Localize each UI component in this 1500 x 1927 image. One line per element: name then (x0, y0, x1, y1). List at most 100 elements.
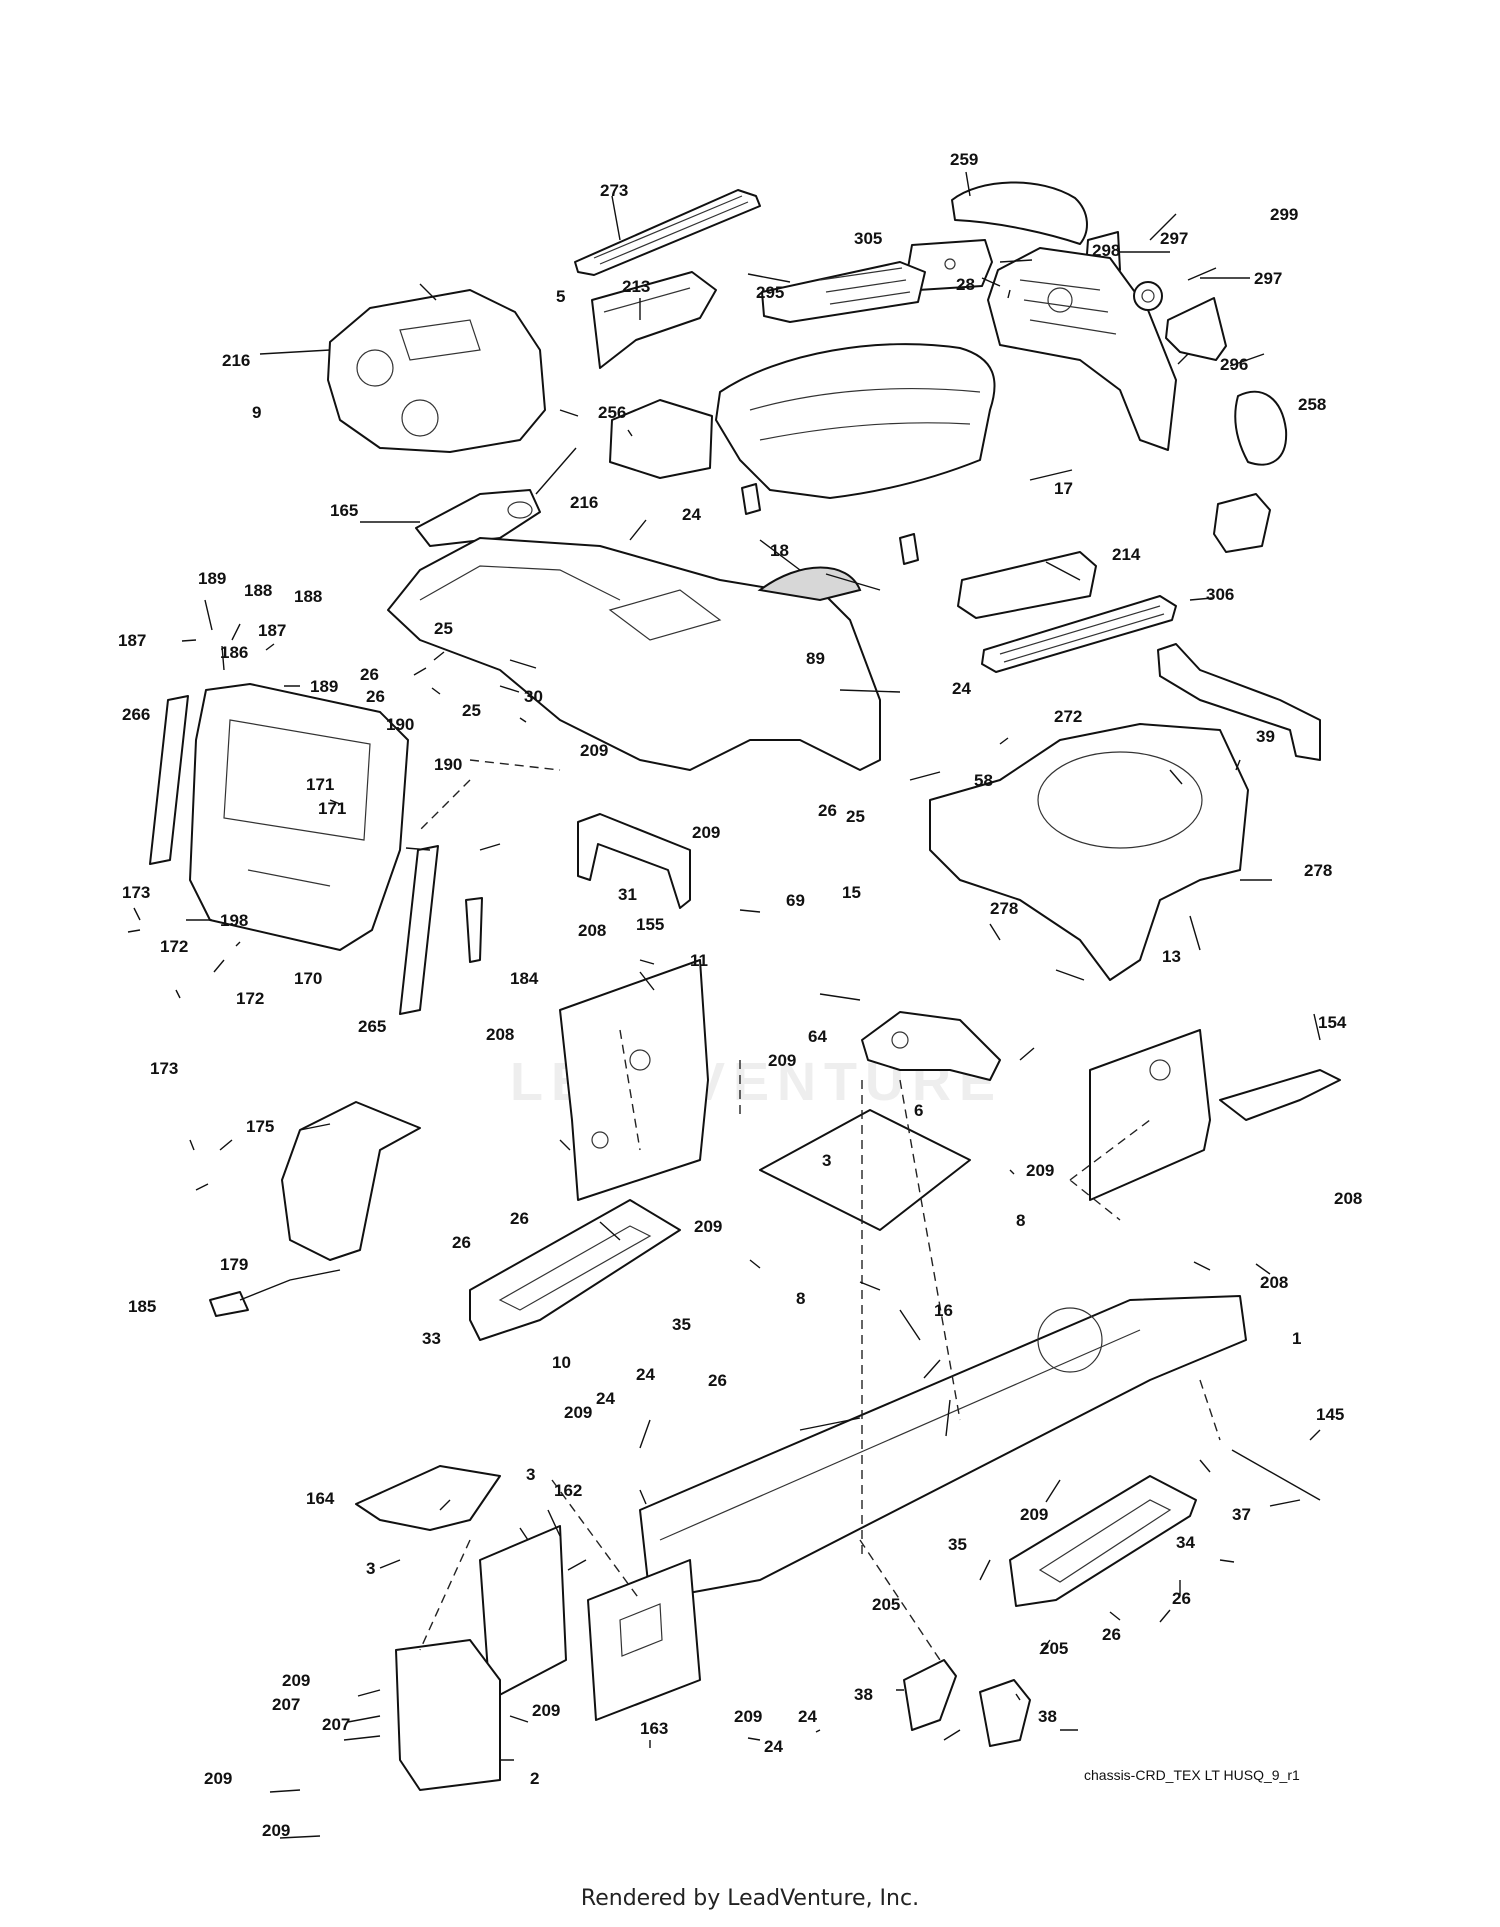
callout-298: 298 (1092, 241, 1120, 260)
callout-186: 186 (220, 643, 248, 662)
callout-209: 209 (564, 1403, 592, 1422)
callout-17: 17 (1054, 479, 1073, 498)
callout-154: 154 (1318, 1013, 1347, 1032)
callout-189: 189 (198, 569, 226, 588)
part-30-fender (387, 537, 881, 771)
part-9-dash-panel (327, 289, 546, 453)
callout-69: 69 (786, 891, 805, 910)
callout-5: 5 (556, 287, 565, 306)
callout-188: 188 (244, 581, 272, 600)
part-170-dash-panel (189, 683, 409, 951)
footer-rendered-by: Rendered by LeadVenture, Inc. (580, 1886, 920, 1911)
callout-24: 24 (636, 1365, 655, 1384)
callout-18: 18 (770, 541, 789, 560)
callout-209: 209 (1026, 1161, 1054, 1180)
part-258-lens (1234, 390, 1288, 466)
callout-258: 258 (1298, 395, 1326, 414)
part-179-rod (239, 1269, 341, 1301)
callout-26: 26 (366, 687, 385, 706)
part-13-side-plate (1089, 1029, 1211, 1201)
callout-207: 207 (322, 1715, 350, 1734)
callout-89: 89 (806, 649, 825, 668)
part-165-cover (415, 489, 541, 547)
callout-3: 3 (366, 1559, 375, 1578)
part-185-pedal (209, 1291, 249, 1317)
callout-162: 162 (554, 1481, 582, 1500)
callout-209: 209 (204, 1769, 232, 1788)
part-31-bracket (577, 813, 691, 909)
callout-187: 187 (118, 631, 146, 650)
callout-295: 295 (756, 283, 784, 302)
callout-173: 173 (150, 1059, 178, 1078)
callout-214: 214 (1112, 545, 1141, 564)
callout-173: 173 (122, 883, 150, 902)
callout-26: 26 (452, 1233, 471, 1252)
callout-2: 2 (530, 1769, 539, 1788)
part-175-shield (281, 1101, 421, 1261)
part-162-side-plate (479, 1525, 567, 1701)
callout-145: 145 (1316, 1405, 1344, 1424)
callout-172: 172 (236, 989, 264, 1008)
callout-8: 8 (796, 1289, 805, 1308)
callout-207: 207 (272, 1695, 300, 1714)
callout-265: 265 (358, 1017, 386, 1036)
part-273-grille-strip (574, 189, 761, 276)
part-265-side-trim (399, 845, 439, 1015)
callout-259: 259 (950, 150, 978, 169)
callout-26: 26 (360, 665, 379, 684)
callout-24: 24 (952, 679, 971, 698)
part-58-shroud (929, 723, 1249, 981)
callout-185: 185 (128, 1297, 156, 1316)
callout-216: 216 (570, 493, 598, 512)
callout-28: 28 (956, 275, 975, 294)
callout-26: 26 (1102, 1625, 1121, 1644)
part-39-bracket (1157, 643, 1321, 761)
part-184-spring (465, 897, 483, 963)
part-28-grille-housing (987, 247, 1177, 451)
callout-25: 25 (434, 619, 453, 638)
callout-25: 25 (846, 807, 865, 826)
callout-273: 273 (600, 181, 628, 200)
callout-24: 24 (764, 1737, 783, 1756)
callout-16: 16 (934, 1301, 953, 1320)
part-154-bracket (1219, 1069, 1341, 1121)
part-33-step (469, 1199, 681, 1341)
part-214-vent (957, 551, 1097, 619)
part-1-frame (639, 1295, 1247, 1601)
callout-208: 208 (1334, 1189, 1362, 1208)
callout-266: 266 (122, 705, 150, 724)
callout-209: 209 (532, 1701, 560, 1720)
callout-205: 205 (1040, 1639, 1068, 1658)
callout-297: 297 (1160, 229, 1188, 248)
callout-31: 31 (618, 885, 637, 904)
callout-208: 208 (1260, 1273, 1288, 1292)
callout-26: 26 (1172, 1589, 1191, 1608)
callout-155: 155 (636, 915, 664, 934)
callout-33: 33 (422, 1329, 441, 1348)
callout-13: 13 (1162, 947, 1181, 966)
callout-26: 26 (818, 801, 837, 820)
part-256-cover (609, 399, 713, 479)
callout-209: 209 (734, 1707, 762, 1726)
part-64-guard (861, 1011, 1001, 1081)
callout-35: 35 (672, 1315, 691, 1334)
callout-25: 25 (462, 701, 481, 720)
callout-209: 209 (694, 1217, 722, 1236)
callout-208: 208 (486, 1025, 514, 1044)
part-18-tab (741, 483, 919, 565)
part-17-hood (715, 343, 996, 499)
callout-190: 190 (434, 755, 462, 774)
part-34-step (1009, 1475, 1197, 1607)
callout-256: 256 (598, 403, 626, 422)
callout-58: 58 (974, 771, 993, 790)
callout-190: 190 (386, 715, 414, 734)
callout-9: 9 (252, 403, 261, 422)
reference-code: chassis-CRD_TEX LT HUSQ_9_r1 (1084, 1767, 1300, 1783)
callout-209: 209 (282, 1671, 310, 1690)
callout-216: 216 (222, 351, 250, 370)
callout-209: 209 (768, 1051, 796, 1070)
part-38-bracket-right (979, 1679, 1031, 1747)
callout-15: 15 (842, 883, 861, 902)
callout-278: 278 (990, 899, 1018, 918)
callout-8: 8 (1016, 1211, 1025, 1230)
